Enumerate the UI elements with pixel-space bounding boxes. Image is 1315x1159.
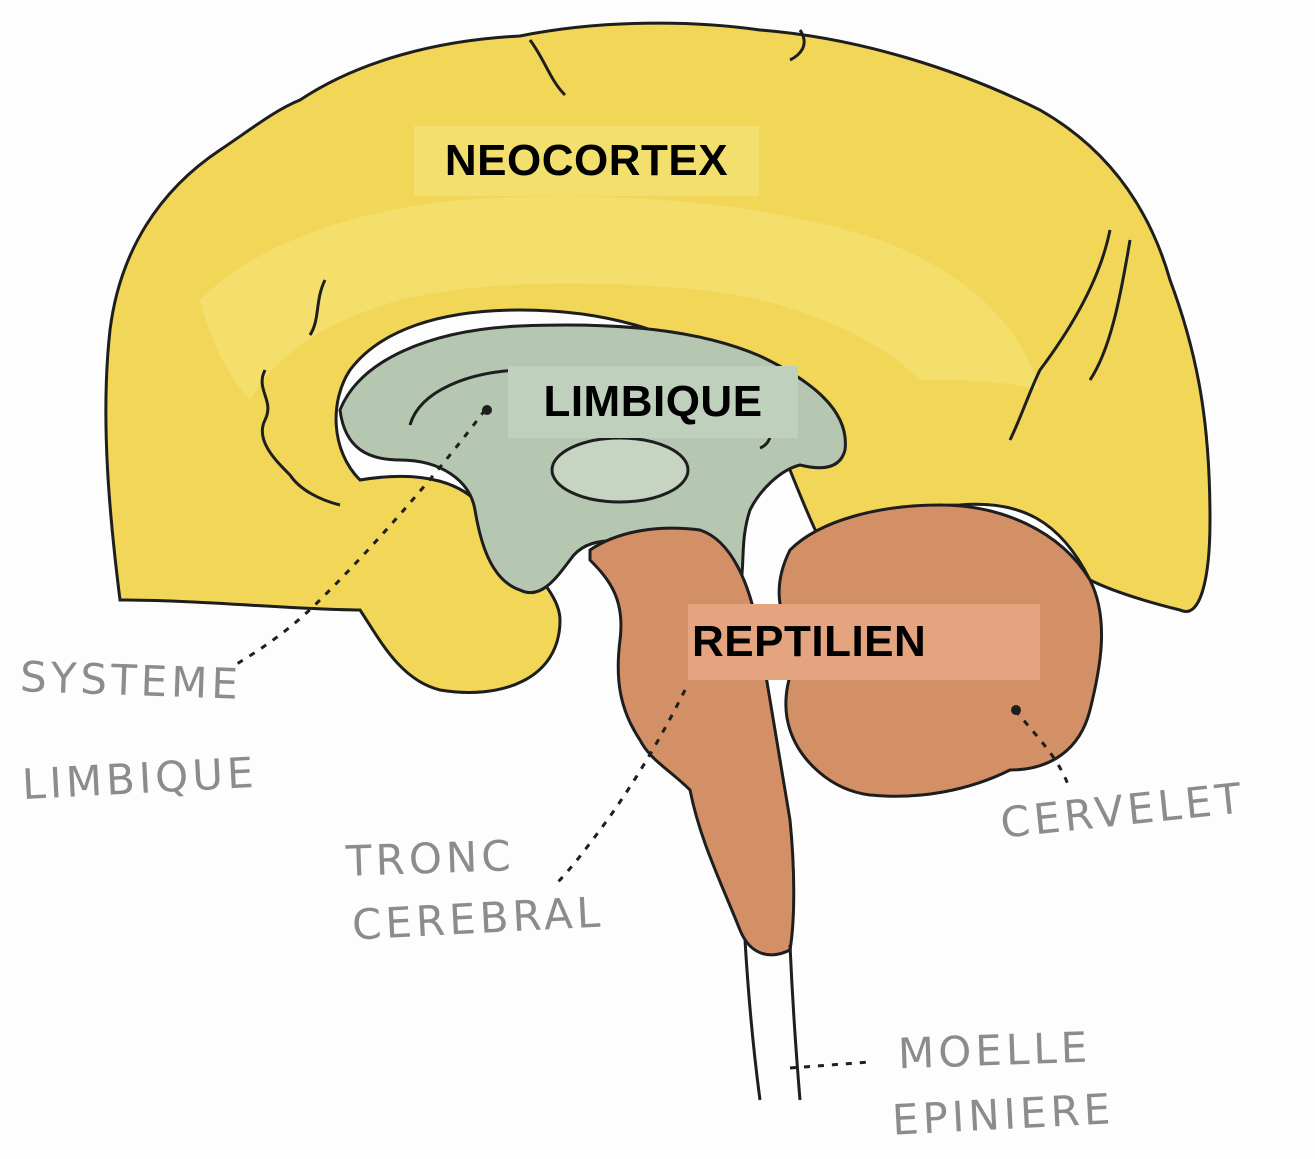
spinal-cord-right (790, 945, 800, 1100)
tronc-cerebral-annotation-line2: CEREBRAL (351, 891, 605, 946)
tronc-cerebral-annotation-line1: TRONC (345, 835, 515, 883)
thalamus-shape (552, 438, 688, 502)
leader-dot-limbique (482, 405, 492, 415)
moelle-epiniere-annotation-line1: MOELLE (897, 1027, 1092, 1076)
leader-moelle (790, 1062, 870, 1068)
leader-dot-cervelet (1011, 705, 1021, 715)
limbique-label: LIMBIQUE (508, 366, 798, 438)
reptilien-label: REPTILIEN (688, 604, 1040, 680)
neocortex-label: NEOCORTEX (414, 126, 759, 196)
systeme-limbique-annotation-line1: SYSTEME (19, 656, 242, 706)
brainstem-region (590, 528, 794, 955)
systeme-limbique-annotation-line2: LIMBIQUE (21, 752, 258, 806)
spinal-cord-left (745, 940, 760, 1100)
moelle-epiniere-annotation-line2: EPINIERE (891, 1088, 1115, 1142)
